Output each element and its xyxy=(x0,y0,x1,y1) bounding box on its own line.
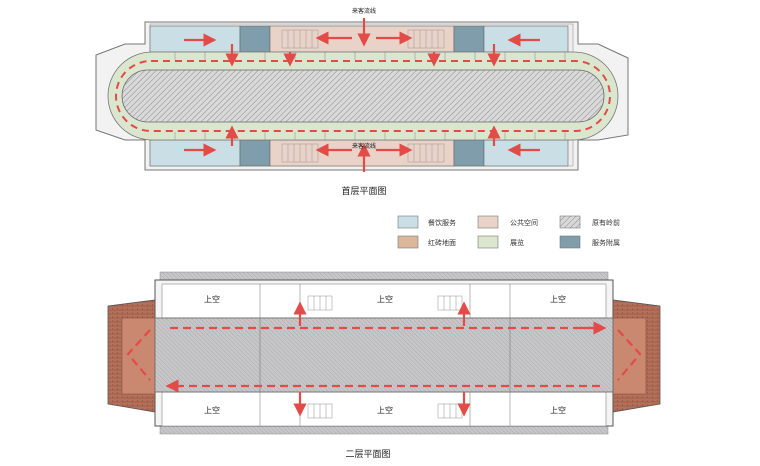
ground-floor-caption: 首层平面图 xyxy=(341,185,386,197)
service-room-sw xyxy=(239,139,271,167)
catering-room-se xyxy=(483,139,569,167)
legend-item-public: 公共空间 xyxy=(477,215,538,229)
north-void-band xyxy=(161,283,607,319)
legend-item-service: 服务附属 xyxy=(559,235,620,249)
legend-label-existing: 原有岭前 xyxy=(592,218,620,227)
legend-item-exhibit: 展览 xyxy=(477,235,524,249)
legend-swatch-brick xyxy=(397,235,419,249)
service-room-nw xyxy=(239,25,271,53)
service-room-ne xyxy=(453,25,485,53)
void-label-north-west: 上空 xyxy=(204,294,220,304)
legend: 餐饮服务 公共空间 原有岭前 红砖地面 展览 服务附属 xyxy=(397,215,620,249)
roof-edge-south xyxy=(159,425,609,435)
brick-floor-east xyxy=(612,317,647,395)
legend-swatch-service xyxy=(559,235,581,249)
flow-arrows xyxy=(184,18,540,172)
legend-swatch-catering xyxy=(397,215,419,229)
legend-item-catering: 餐饮服务 xyxy=(397,215,456,229)
void-label-south-east: 上空 xyxy=(550,405,566,415)
legend-swatch-exhibit xyxy=(477,235,499,249)
stairs-south xyxy=(281,143,445,163)
route-label-north: 来客流线 xyxy=(352,7,376,15)
column-grid xyxy=(174,52,566,140)
legend-item-brick: 红砖地面 xyxy=(397,235,456,249)
legend-label-brick: 红砖地面 xyxy=(428,238,456,247)
legend-swatch-public xyxy=(477,215,499,229)
void-label-north-center: 上空 xyxy=(377,294,393,304)
legend-label-service: 服务附属 xyxy=(592,238,620,247)
second-floor-plan: 上空 上空 上空 上空 上空 上空 二层平面图 xyxy=(107,271,661,460)
catering-room-sw xyxy=(149,139,241,167)
roof-edge-north xyxy=(159,271,609,281)
ground-floor-plan: 来客流线 来客流线 首层平面图 xyxy=(95,7,629,197)
central-gallery xyxy=(154,317,614,393)
legend-item-existing: 原有岭前 xyxy=(559,215,620,229)
brick-floor-west xyxy=(121,317,156,395)
second-floor-arrows xyxy=(293,301,607,417)
legend-swatch-existing xyxy=(559,215,581,229)
legend-label-public: 公共空间 xyxy=(510,218,538,227)
existing-platform xyxy=(121,69,605,123)
second-floor-circulation xyxy=(126,326,642,393)
service-room-se xyxy=(453,139,485,167)
legend-label-exhibit: 展览 xyxy=(510,238,524,247)
route-label-south: 来客流线 xyxy=(352,142,376,150)
second-floor-caption: 二层平面图 xyxy=(345,449,390,460)
void-label-south-west: 上空 xyxy=(204,405,220,415)
circulation-loop xyxy=(115,60,611,132)
void-label-north-east: 上空 xyxy=(550,294,566,304)
legend-label-catering: 餐饮服务 xyxy=(428,218,456,227)
void-label-south-center: 上空 xyxy=(377,405,393,415)
